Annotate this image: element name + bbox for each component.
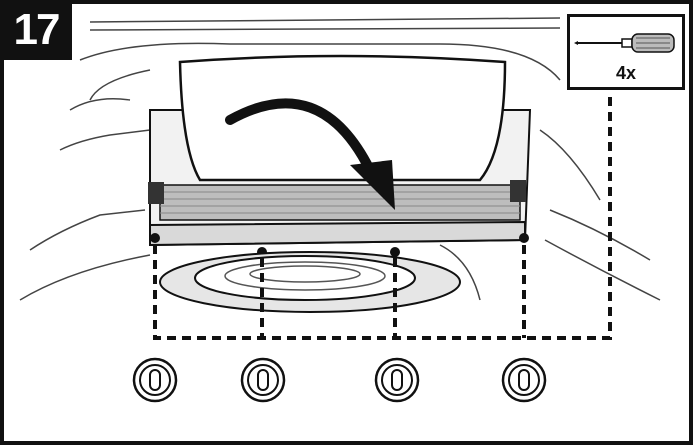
screw-head-icon xyxy=(240,357,286,403)
screwdriver-icon xyxy=(574,33,675,53)
rotate-arrow-icon xyxy=(225,98,395,210)
vent-grille xyxy=(159,184,521,221)
bolt-point-4 xyxy=(519,233,529,243)
leader-lines xyxy=(153,92,612,340)
bolt-point-3 xyxy=(390,247,400,257)
screw-head-icon xyxy=(132,357,178,403)
left-clip xyxy=(148,182,164,204)
trunk-panel xyxy=(148,54,532,257)
screw-head-icon xyxy=(501,357,547,403)
step-number: 17 xyxy=(0,0,72,60)
screw-head-icon xyxy=(374,357,420,403)
tool-callout: 4x xyxy=(567,14,685,90)
spare-wheel-well xyxy=(159,251,461,313)
bolt-point-1 xyxy=(150,233,160,243)
tool-quantity: 4x xyxy=(615,63,637,83)
right-clip xyxy=(510,180,526,202)
car-body-sketch xyxy=(19,17,661,301)
